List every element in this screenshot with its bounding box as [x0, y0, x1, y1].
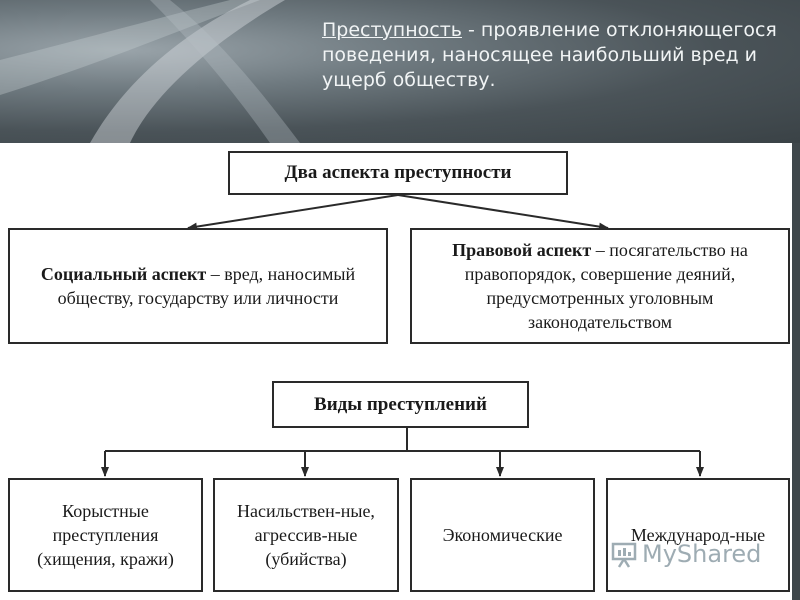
watermark-text: MyShared [642, 540, 762, 568]
definition-text: Преступность - проявление отклоняющегося… [322, 18, 782, 93]
legal-aspect-box: Правовой аспект – посягательство на прав… [410, 228, 790, 344]
header-banner: Преступность - проявление отклоняющегося… [0, 0, 800, 143]
legal-aspect-desc: – посягательство на правопорядок, соверш… [464, 240, 748, 332]
arrow-to-legal-aspect [397, 194, 609, 231]
aspects-title: Два аспекта преступности [284, 162, 512, 183]
type-box-selfish: Корыстные преступления (хищения, кражи) [8, 478, 203, 592]
term-link[interactable]: Преступность [322, 19, 462, 41]
type-box-economic: Экономические [410, 478, 595, 592]
social-aspect-term: Социальный аспект [40, 264, 207, 284]
watermark: MyShared [610, 540, 761, 568]
type-label: Международ-ные [630, 525, 766, 545]
decorative-swoosh [0, 0, 300, 143]
types-title: Виды преступлений [314, 393, 487, 415]
types-title-box: Виды преступлений [272, 381, 529, 428]
type-label: Насильствен-ные, агрессив-ные (убийства) [237, 501, 375, 569]
arrow-to-social-aspect [187, 194, 399, 231]
type-label: Корыстные преступления (хищения, кражи) [37, 501, 174, 569]
social-aspect-desc: – вред, наносимый обществу, государству … [57, 264, 356, 308]
legal-aspect-text: Правовой аспект – посягательство на прав… [422, 238, 778, 334]
type-box-international: Международ-ные [606, 478, 790, 592]
definition-body: - проявление отклоняющегося поведения, н… [322, 19, 777, 91]
right-edge-strip [792, 143, 800, 600]
social-aspect-box: Социальный аспект – вред, наносимый обще… [8, 228, 388, 344]
type-label: Экономические [442, 525, 563, 545]
legal-aspect-term: Правовой аспект [452, 240, 592, 260]
aspects-title-box: Два аспекта преступности [228, 151, 568, 195]
social-aspect-text: Социальный аспект – вред, наносимый обще… [20, 262, 376, 310]
type-box-violent: Насильствен-ные, агрессив-ные (убийства) [213, 478, 399, 592]
presentation-board-icon [611, 542, 637, 568]
